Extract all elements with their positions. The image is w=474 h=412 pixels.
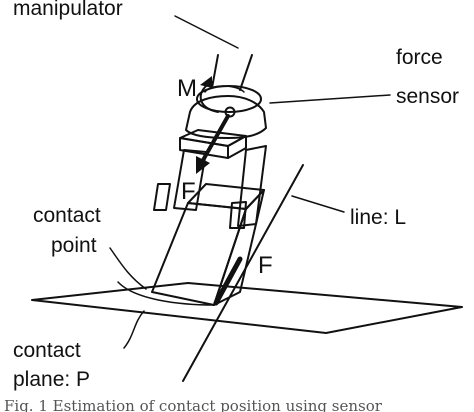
leader-line-l [291,195,345,213]
label-contact-point-2: point [51,234,97,257]
contact-segment [213,256,243,306]
contact-patch [117,281,215,306]
tool-block [151,183,265,306]
leader-contact-point [109,247,147,290]
moment-arrowhead [200,76,212,88]
label-force-upper: F [181,178,196,205]
label-line-l: line: L [350,206,406,229]
force-arrow-upper [200,114,230,164]
label-manipulator: manipulator [13,0,123,20]
leader-force-sensor [269,94,391,104]
label-contact-plane-1: contact [13,339,81,362]
contact-line-l [182,164,304,382]
label-force: force [396,46,443,69]
label-sensor: sensor [396,85,459,108]
contact-plane [31,282,463,334]
leader-manipulator [174,15,239,49]
label-force-lower: F [258,252,273,279]
label-contact-point-1: contact [33,204,101,227]
label-moment: M [177,75,197,102]
label-contact-plane-2: plane: P [13,368,90,391]
figure-caption: Fig. 1 Estimation of contact position us… [4,397,383,412]
force-arrowhead-upper [196,156,210,174]
leader-contact-plane [123,310,145,349]
manipulator-shaft [204,54,253,93]
